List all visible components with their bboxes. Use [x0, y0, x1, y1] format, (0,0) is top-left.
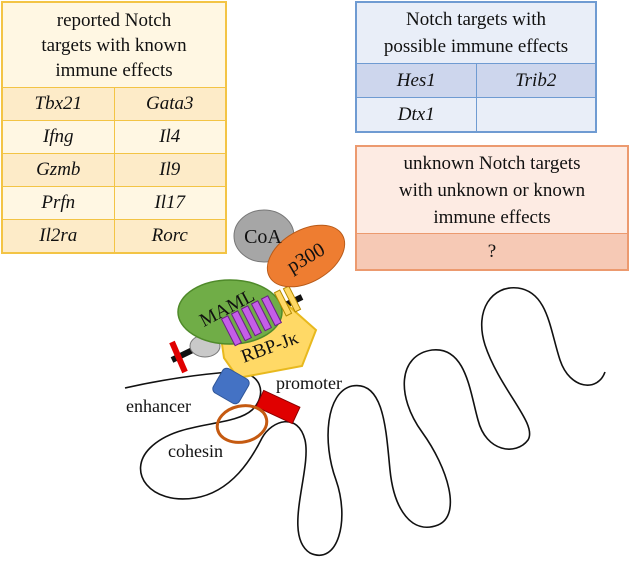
table-row: ? — [355, 233, 629, 271]
p300-protein — [266, 224, 346, 288]
table-row: Il2ra Rorc — [1, 219, 227, 254]
gene-cell: Il4 — [113, 120, 227, 154]
reported-targets-table: reported Notch targets with known immune… — [1, 1, 227, 254]
promoter-label: promoter — [276, 373, 342, 393]
enhancer-label: enhancer — [126, 396, 191, 416]
coa-label: CoA — [244, 226, 282, 248]
unknown-header-line-1: unknown Notch targets — [403, 152, 581, 174]
possible-header-line-1: Notch targets with — [405, 9, 546, 30]
gene-cell: Trib2 — [475, 63, 597, 98]
unknown-header-line-3: immune effects — [433, 206, 551, 228]
gene-cell — [475, 97, 597, 133]
table-row: Hes1 Trib2 — [355, 63, 597, 98]
transmembrane-marker — [169, 340, 188, 374]
gene-cell: Gzmb — [1, 153, 115, 187]
ankyrin-repeats — [220, 295, 283, 347]
promoter-block — [255, 389, 301, 425]
table-row: Gzmb Il9 — [1, 153, 227, 187]
unknown-targets-table: unknown Notch targets with unknown or kn… — [355, 145, 629, 271]
table-row: Ifng Il4 — [1, 120, 227, 154]
gene-cell: Il17 — [113, 186, 227, 220]
gene-cell: Gata3 — [113, 87, 227, 121]
reported-header-line-3: immune effects — [55, 59, 173, 81]
possible-header-line-2: possible immune effects — [383, 36, 569, 57]
tad-domains — [273, 285, 302, 317]
unknown-value-cell: ? — [355, 233, 629, 271]
gene-cell: Ifng — [1, 120, 115, 154]
unknown-table-header: unknown Notch targets with unknown or kn… — [355, 145, 629, 234]
gene-cell: Rorc — [113, 219, 227, 254]
cohesin-label: cohesin — [168, 441, 223, 461]
possible-table-header: Notch targets with possible immune effec… — [355, 1, 597, 64]
gene-cell: Prfn — [1, 186, 115, 220]
enhancer-protein — [212, 367, 250, 405]
gene-cell: Il9 — [113, 153, 227, 187]
chromatin-loop — [124, 287, 606, 556]
unknown-header-line-2: with unknown or known — [398, 179, 586, 201]
table-row: Dtx1 — [355, 97, 597, 133]
gene-cell: Dtx1 — [355, 97, 477, 133]
cohesin-ring — [215, 404, 269, 444]
table-row: Prfn Il17 — [1, 186, 227, 220]
reported-header-line-1: reported Notch — [56, 9, 172, 31]
gene-cell: Il2ra — [1, 219, 115, 254]
reported-header-line-2: targets with known — [41, 34, 187, 56]
possible-targets-table: Notch targets with possible immune effec… — [355, 1, 597, 133]
